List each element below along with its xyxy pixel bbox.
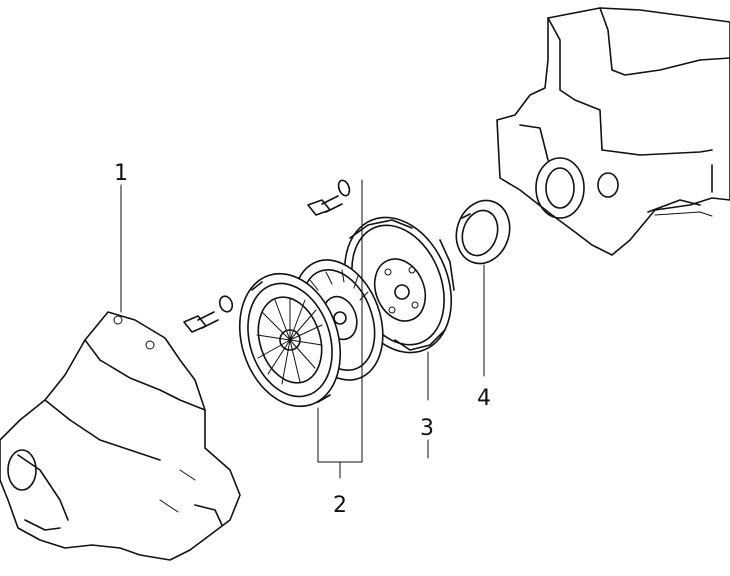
transmission-case (0, 311, 241, 561)
bolt-lower (183, 295, 234, 333)
bolt-upper (307, 179, 351, 216)
pressure-plate (238, 272, 342, 408)
callout-2: 2 (333, 493, 347, 518)
leader-lines (120, 179, 485, 479)
callout-4: 4 (477, 386, 491, 411)
callout-3: 3 (420, 416, 434, 441)
engine-block (496, 7, 730, 256)
callout-1: 1 (114, 161, 128, 186)
oil-seal (455, 199, 511, 265)
